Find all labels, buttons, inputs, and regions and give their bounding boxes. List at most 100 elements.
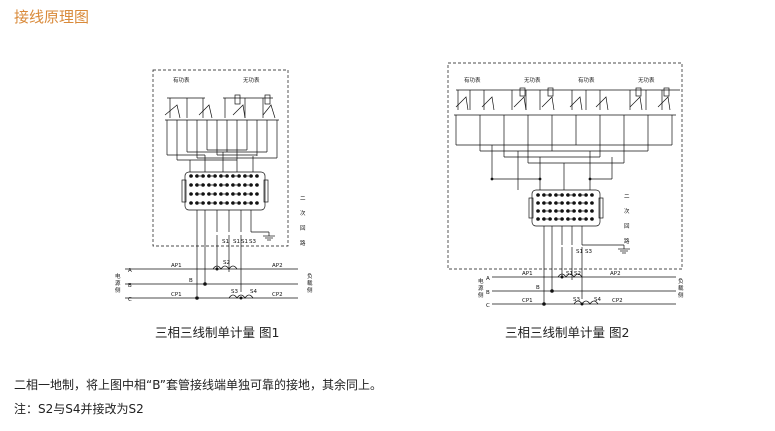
right-label-char: 侧: [678, 291, 684, 299]
terminal-contact: [249, 201, 253, 205]
phase-label: A: [128, 268, 132, 274]
terminal-contact: [201, 192, 205, 196]
right-label-char: 负: [678, 277, 684, 285]
terminal-contact: [195, 174, 199, 178]
terminal-label: S4: [250, 289, 257, 295]
terminal-contact: [584, 201, 588, 205]
primary-lines: [492, 273, 676, 305]
terminal-label: S1: [241, 239, 248, 245]
page-title: 接线原理图: [14, 8, 90, 26]
terminal-contact: [590, 209, 594, 213]
terminal-contact: [578, 209, 582, 213]
terminal-contact: [225, 201, 229, 205]
terminal-contact: [225, 192, 229, 196]
terminal-contact: [231, 174, 235, 178]
line-label: B: [536, 285, 540, 291]
terminal-contact: [590, 193, 594, 197]
terminal-label: S3: [585, 249, 592, 255]
diagram-1-caption: 三相三线制单计量 图1: [155, 325, 280, 340]
terminal-contact: [536, 193, 540, 197]
terminal-contact: [255, 183, 259, 187]
meter-label: 有功表: [578, 76, 595, 84]
terminal-contact: [542, 217, 546, 221]
wiring-diagram-1: 有功表 无功表 二 次 回 路 电 源 侧 负 载 侧 A B C AP1 AP…: [115, 69, 313, 303]
terminal-contact: [249, 192, 253, 196]
terminal-label: S3: [573, 297, 580, 303]
terminal-contact: [584, 209, 588, 213]
terminal-contact: [201, 174, 205, 178]
terminal-contact: [536, 201, 540, 205]
terminal-contact: [255, 174, 259, 178]
terminal-contact: [231, 201, 235, 205]
terminal-contact: [560, 217, 564, 221]
side-label-char: 回: [624, 223, 630, 230]
side-label-char: 回: [300, 225, 306, 232]
terminal-contact: [554, 209, 558, 213]
terminal-contact: [231, 183, 235, 187]
terminal-contact: [195, 201, 199, 205]
terminal-contact: [572, 209, 576, 213]
terminal-contact: [195, 192, 199, 196]
meter-wiring: [454, 87, 680, 190]
terminal-contact: [189, 174, 193, 178]
phase-label: C: [128, 297, 132, 303]
terminal-contact: [566, 193, 570, 197]
terminal-contact: [578, 201, 582, 205]
terminal-label: S1: [566, 271, 573, 277]
terminal-block: [531, 189, 601, 227]
terminal-contact: [566, 209, 570, 213]
terminal-contact: [237, 174, 241, 178]
terminal-contact: [225, 183, 229, 187]
line-label: AP2: [272, 263, 283, 269]
phase-label: B: [486, 290, 490, 296]
terminal-contact: [578, 193, 582, 197]
terminal-contact: [237, 183, 241, 187]
terminal-contact: [243, 174, 247, 178]
right-label-char: 侧: [307, 286, 313, 294]
terminal-contact: [542, 201, 546, 205]
terminal-contact: [207, 201, 211, 205]
terminal-contact: [548, 209, 552, 213]
side-label-char: 次: [300, 209, 306, 217]
secondary-circuit-box: [447, 62, 683, 270]
meter-label: 无功表: [638, 76, 655, 84]
terminal-contact: [219, 192, 223, 196]
secondary-circuit-box: [152, 69, 289, 247]
terminal-contact: [201, 201, 205, 205]
terminal-contact: [554, 201, 558, 205]
terminal-contact: [560, 209, 564, 213]
terminal-contact: [249, 174, 253, 178]
right-label-char: 载: [678, 284, 684, 292]
terminal-contact: [560, 201, 564, 205]
primary-lines: [125, 265, 298, 299]
terminal-contact: [578, 217, 582, 221]
terminal-contact: [548, 217, 552, 221]
ct-wiring: [543, 226, 630, 303]
terminal-contact: [213, 183, 217, 187]
terminal-contact: [572, 193, 576, 197]
terminal-contact: [213, 174, 217, 178]
terminal-label: S4: [594, 297, 601, 303]
meter-label: 有功表: [464, 76, 481, 84]
terminal-contact: [207, 183, 211, 187]
terminal-contact: [548, 193, 552, 197]
left-label-char: 电: [478, 277, 484, 285]
terminal-label: S3: [231, 289, 238, 295]
terminal-contact: [207, 192, 211, 196]
terminal-contact: [572, 201, 576, 205]
meter-label: 无功表: [524, 76, 541, 84]
terminal-contact: [584, 193, 588, 197]
ct-wiring: [196, 210, 275, 296]
terminal-contact: [255, 192, 259, 196]
side-label-char: 二: [300, 196, 306, 202]
terminal-contact: [189, 183, 193, 187]
side-label-char: 路: [624, 237, 630, 245]
terminal-contact: [548, 201, 552, 205]
junction-dots: [490, 177, 592, 306]
line-label: CP1: [522, 298, 533, 304]
terminal-contact: [201, 183, 205, 187]
terminal-contact: [536, 217, 540, 221]
note-line-1: 二相一地制，将上图中相“B”套管接线端单独可靠的接地，其余同上。: [14, 378, 383, 392]
phase-label: A: [486, 276, 490, 282]
phase-label: B: [128, 283, 132, 289]
